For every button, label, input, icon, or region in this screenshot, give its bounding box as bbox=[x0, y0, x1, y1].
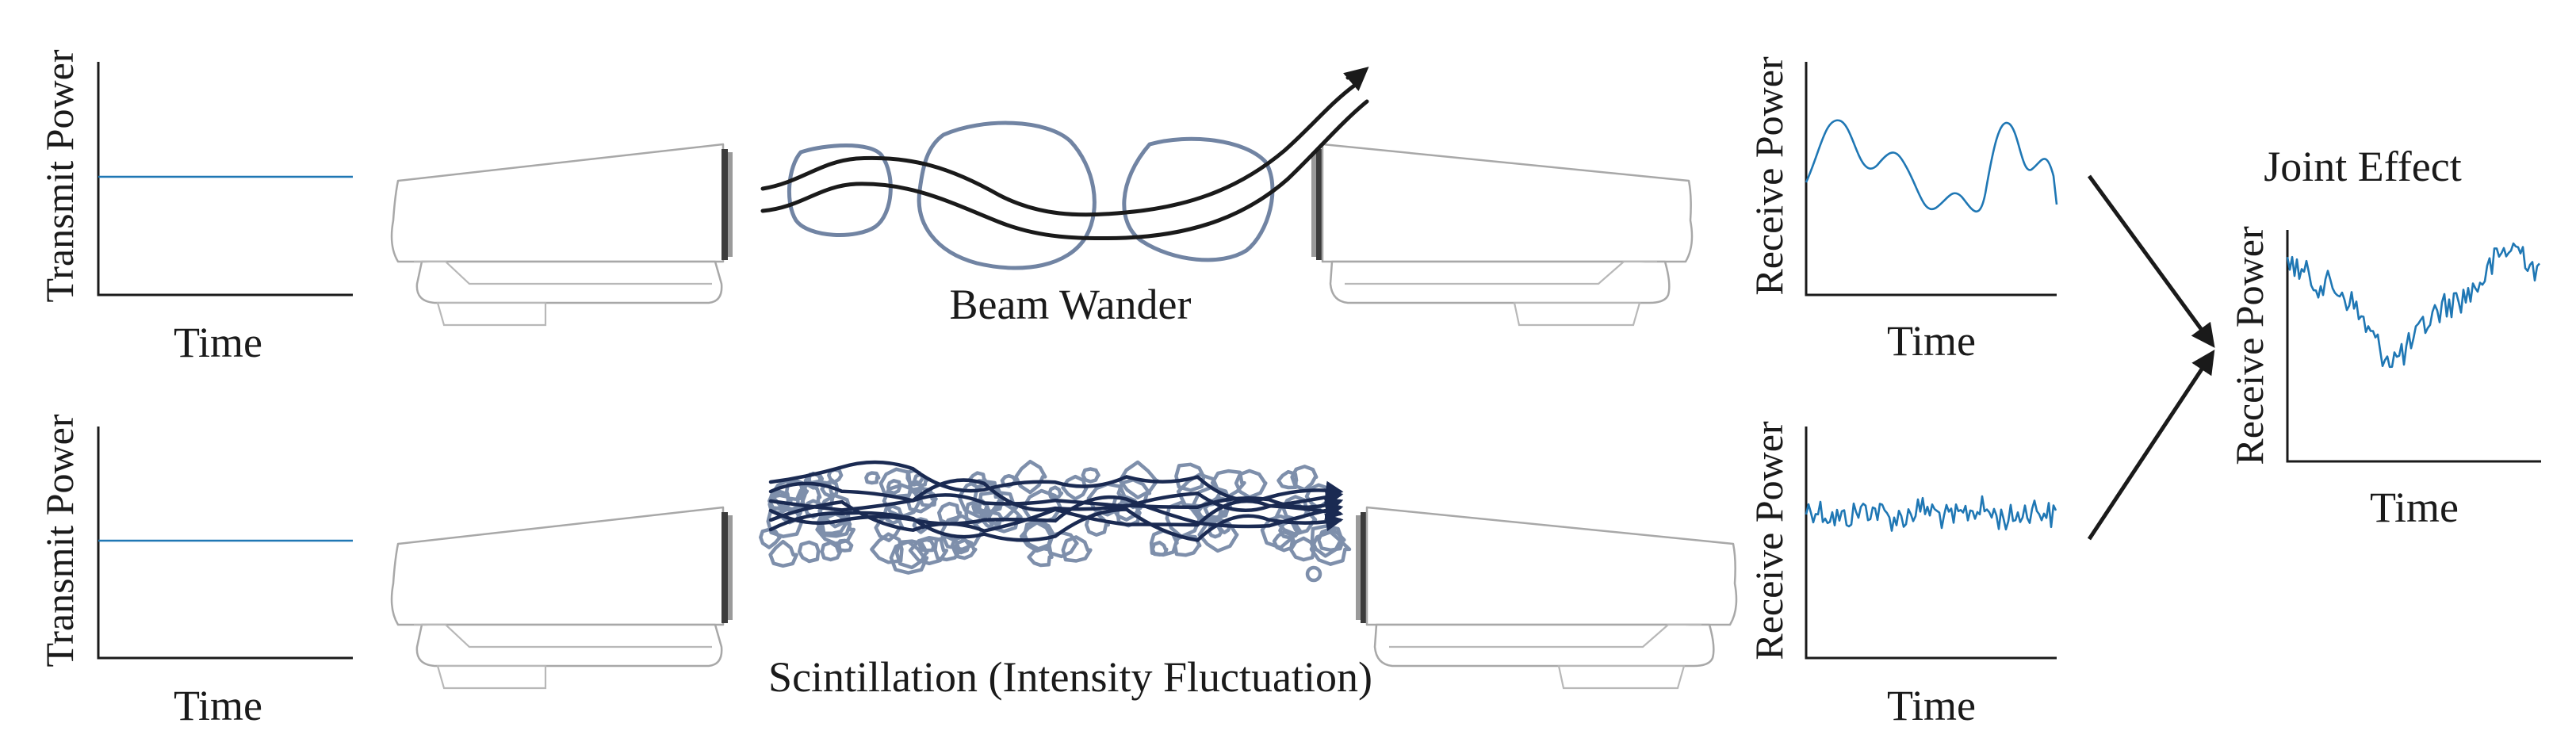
xlabel-transmit-top: Time bbox=[174, 319, 262, 366]
turbulence-eddy-icon bbox=[1081, 467, 1100, 484]
ylabel-joint-effect: Receive Power bbox=[2227, 226, 2272, 465]
scintillation-beam-path bbox=[768, 499, 1344, 534]
turbulence-eddy-icon bbox=[820, 541, 843, 562]
turbulence-eddy-icon bbox=[837, 538, 854, 553]
arrow-icon bbox=[2087, 349, 2215, 541]
ylabel-receive-top: Receive Power bbox=[1747, 56, 1791, 296]
turbulence-eddy-icon bbox=[1197, 516, 1239, 553]
plot-receive-top: Time Receive Power bbox=[1747, 56, 2058, 365]
turbulence-eddy-icon bbox=[1122, 136, 1275, 262]
signal-joint-effect bbox=[2286, 242, 2540, 369]
turbulence-eddy-icon bbox=[864, 471, 881, 485]
turbulence-eddy-icon bbox=[1174, 462, 1206, 492]
arrow-icon bbox=[2087, 174, 2215, 348]
turbulence-eddy-icon bbox=[1014, 459, 1047, 495]
ylabel-transmit-top: Transmit Power bbox=[37, 49, 82, 302]
beam-wander-path bbox=[760, 99, 1369, 241]
turbulence-eddy-icon bbox=[1277, 469, 1299, 490]
turbulence-eddy-icon bbox=[889, 540, 929, 575]
turbulence-eddy-icon bbox=[967, 471, 987, 489]
optical-terminal-icon bbox=[1310, 143, 1694, 327]
turbulence-eddy-icon bbox=[1027, 546, 1054, 568]
axes-transmit-bottom bbox=[97, 427, 353, 660]
axes-transmit-top bbox=[97, 62, 353, 296]
turbulence-eddy-icon bbox=[1310, 524, 1345, 558]
turbulence-eddy-icon bbox=[894, 539, 929, 570]
scintillation-beam-path bbox=[768, 507, 1344, 542]
turbulence-eddy-icon bbox=[759, 527, 782, 549]
ylabel-receive-bottom: Receive Power bbox=[1747, 421, 1791, 660]
turbulence-eddy-icon bbox=[908, 535, 949, 566]
turbulence-eddy-icon bbox=[1118, 460, 1159, 499]
turbulence-eddy-icon bbox=[1290, 465, 1319, 492]
turbulence-eddy-icon bbox=[878, 467, 913, 499]
xlabel-joint-effect: Time bbox=[2370, 484, 2459, 531]
beam-wander-path bbox=[760, 83, 1357, 217]
optical-terminal-icon bbox=[390, 506, 734, 690]
plot-receive-bottom: Time Receive Power bbox=[1747, 421, 2057, 729]
turbulence-eddy-icon bbox=[1210, 469, 1246, 499]
turbulence-eddy-icon bbox=[1149, 529, 1179, 557]
turbulence-eddy-icon bbox=[917, 121, 1097, 270]
turbulence-eddy-icon bbox=[1047, 485, 1064, 499]
optical-terminal-icon bbox=[1354, 506, 1738, 690]
beam-wander-scene: Beam Wander bbox=[390, 67, 1694, 328]
beam-wander-caption: Beam Wander bbox=[949, 281, 1191, 328]
turbulence-eddy-icon bbox=[1234, 469, 1268, 499]
turbulence-eddy-icon bbox=[937, 501, 963, 526]
turbulence-eddy-icon bbox=[1150, 541, 1169, 557]
turbulence-eddy-icon bbox=[1023, 519, 1056, 551]
turbulence-eddy-icon bbox=[827, 468, 844, 484]
scintillation-scene: Scintillation (Intensity Fluctuation) bbox=[390, 459, 1738, 701]
turbulence-eddy-icon bbox=[882, 504, 904, 525]
signal-receive-top bbox=[1805, 119, 2058, 213]
scintillation-beam-path bbox=[768, 495, 1344, 529]
axes-receive-top bbox=[1805, 62, 2057, 296]
turbulence-eddy-icon bbox=[1288, 536, 1316, 562]
optical-terminal-icon bbox=[390, 143, 734, 327]
xlabel-receive-top: Time bbox=[1887, 317, 1976, 365]
scintillation-caption: Scintillation (Intensity Fluctuation) bbox=[768, 653, 1372, 701]
turbulence-eddy-icon bbox=[1061, 535, 1093, 563]
plot-transmit-bottom: Time Transmit Power bbox=[37, 414, 353, 729]
axes-receive-bottom bbox=[1805, 427, 2057, 660]
xlabel-transmit-bottom: Time bbox=[174, 682, 262, 729]
turbulence-eddy-icon bbox=[1309, 530, 1352, 566]
turbulence-eddy-icon bbox=[933, 534, 963, 562]
xlabel-receive-bottom: Time bbox=[1887, 682, 1976, 729]
scintillation-beams bbox=[768, 460, 1344, 542]
turbulence-eddy-icon bbox=[1305, 565, 1322, 583]
plot-joint-effect: Joint Effect Time Receive Power bbox=[2227, 143, 2541, 531]
turbulence-eddy-icon bbox=[797, 540, 821, 564]
turbulence-eddy-icon bbox=[870, 532, 904, 564]
joint-effect-title: Joint Effect bbox=[2264, 143, 2461, 190]
turbulence-eddy-icon bbox=[768, 539, 798, 568]
axes-joint-effect bbox=[2286, 230, 2541, 463]
arrow-icon bbox=[1343, 67, 1369, 92]
signal-receive-bottom bbox=[1805, 495, 2057, 532]
ylabel-transmit-bottom: Transmit Power bbox=[37, 414, 82, 667]
plot-transmit-top: Time Transmit Power bbox=[37, 49, 353, 366]
scintillation-beam-path bbox=[768, 481, 1344, 512]
